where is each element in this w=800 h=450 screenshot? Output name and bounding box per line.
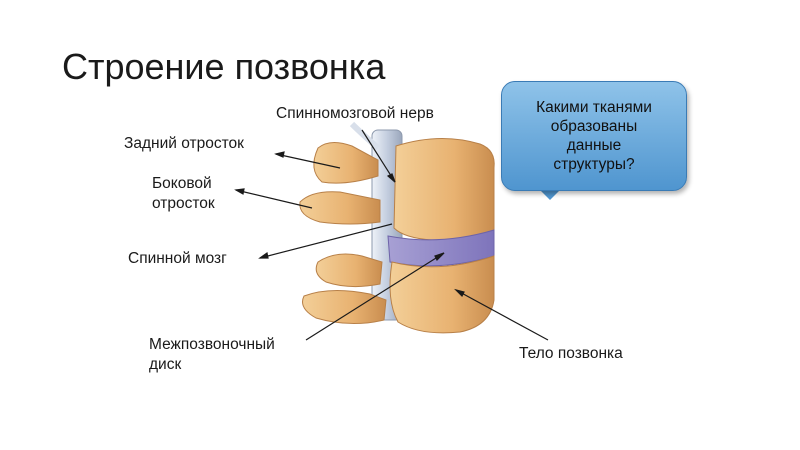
pointer-spinal-nerve	[361, 129, 396, 183]
upper-vertebral-body	[393, 138, 495, 241]
label-spinal-nerve: Спинномозговой нерв	[276, 105, 434, 122]
pointer-disc	[305, 252, 445, 341]
callout-text: Какими тканями образованы данные структу…	[536, 99, 652, 173]
label-lateral-process: Боковой отросток	[152, 175, 215, 212]
lateral-process-shape	[299, 191, 381, 225]
lateral-process-lower	[315, 253, 383, 288]
label-intervertebral-disc: Межпозвоночный диск	[149, 336, 275, 373]
nerve-root-shape	[349, 121, 380, 151]
pointer-lateral-process	[235, 189, 313, 209]
page-title: Строение позвонка	[62, 46, 386, 87]
label-posterior-process: Задний отросток	[124, 135, 244, 152]
label-vertebral-body: Тело позвонка	[519, 345, 623, 362]
lower-vertebral-body	[389, 255, 495, 334]
posterior-process-upper	[313, 142, 379, 184]
label-spinal-cord: Спинной мозг	[128, 250, 227, 267]
pointer-posterior-process	[275, 153, 341, 169]
pointer-spinal-cord	[259, 223, 393, 259]
pointer-vertebral-body	[455, 289, 549, 341]
lower-arch-shape	[302, 289, 387, 325]
question-callout: Какими тканями образованы данные структу…	[501, 81, 687, 191]
